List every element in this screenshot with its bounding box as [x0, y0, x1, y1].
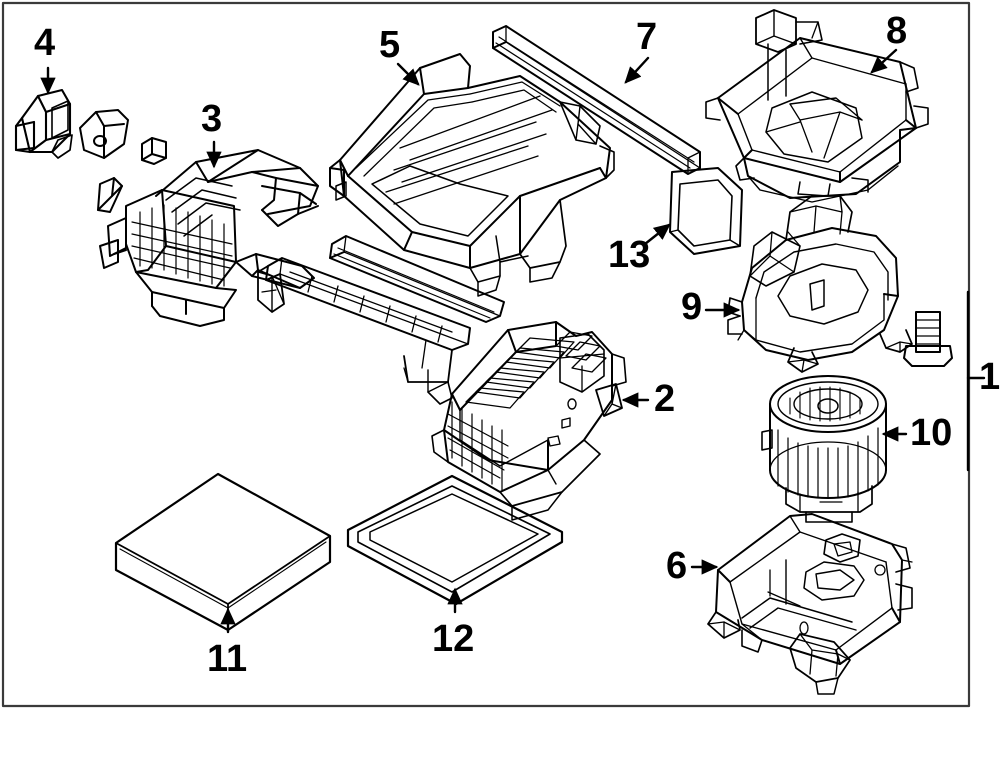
- part-12-filter-frame-gasket: [346, 474, 564, 606]
- small-part-wedge-clip: [97, 177, 123, 213]
- part-8-upper-blower-housing: [705, 9, 929, 203]
- leader-13: [643, 223, 671, 246]
- callout-label-12: 12: [432, 618, 475, 660]
- duct-rail-lower-with-brackets: [257, 257, 471, 405]
- callout-label-11: 11: [207, 638, 248, 680]
- callout-label-10: 10: [910, 412, 953, 454]
- part-3-duct-grille-assembly: [99, 149, 319, 327]
- small-part-screw-bolt: [903, 311, 953, 367]
- small-part-hex-grommet: [79, 109, 129, 159]
- part-5-upper-case-frame: [329, 53, 615, 297]
- leader-7: [624, 56, 650, 84]
- callout-label-7: 7: [636, 16, 658, 58]
- part-2-heater-core-case-assembly: [431, 321, 627, 521]
- callout-label-9: 9: [681, 286, 703, 328]
- part-11-cabin-air-filter: [114, 472, 332, 632]
- callout-label-5: 5: [379, 24, 401, 66]
- callout-label-13: 13: [608, 234, 651, 276]
- leader-8: [870, 48, 898, 74]
- part-13-rectangular-seal-gasket: [669, 167, 743, 255]
- callout-leaders: [40, 48, 986, 634]
- leader-5: [396, 62, 420, 86]
- part-10-blower-fan-wheel: [761, 375, 887, 523]
- callout-label-6: 6: [666, 545, 688, 587]
- diagram-border: [1, 1, 971, 708]
- callout-label-1: 1: [979, 356, 1000, 398]
- callout-label-3: 3: [201, 98, 223, 140]
- part-4-mounting-bracket-clip: [14, 88, 73, 159]
- part-6-lower-blower-housing: [707, 513, 913, 695]
- callout-label-4: 4: [34, 22, 56, 64]
- part-7-long-seal-rail: [492, 25, 701, 175]
- callout-label-8: 8: [886, 10, 908, 52]
- small-part-block: [141, 137, 167, 165]
- callout-label-2: 2: [654, 378, 676, 420]
- duct-rail-upper: [329, 235, 505, 323]
- part-9-blower-scroll-housing: [727, 195, 913, 373]
